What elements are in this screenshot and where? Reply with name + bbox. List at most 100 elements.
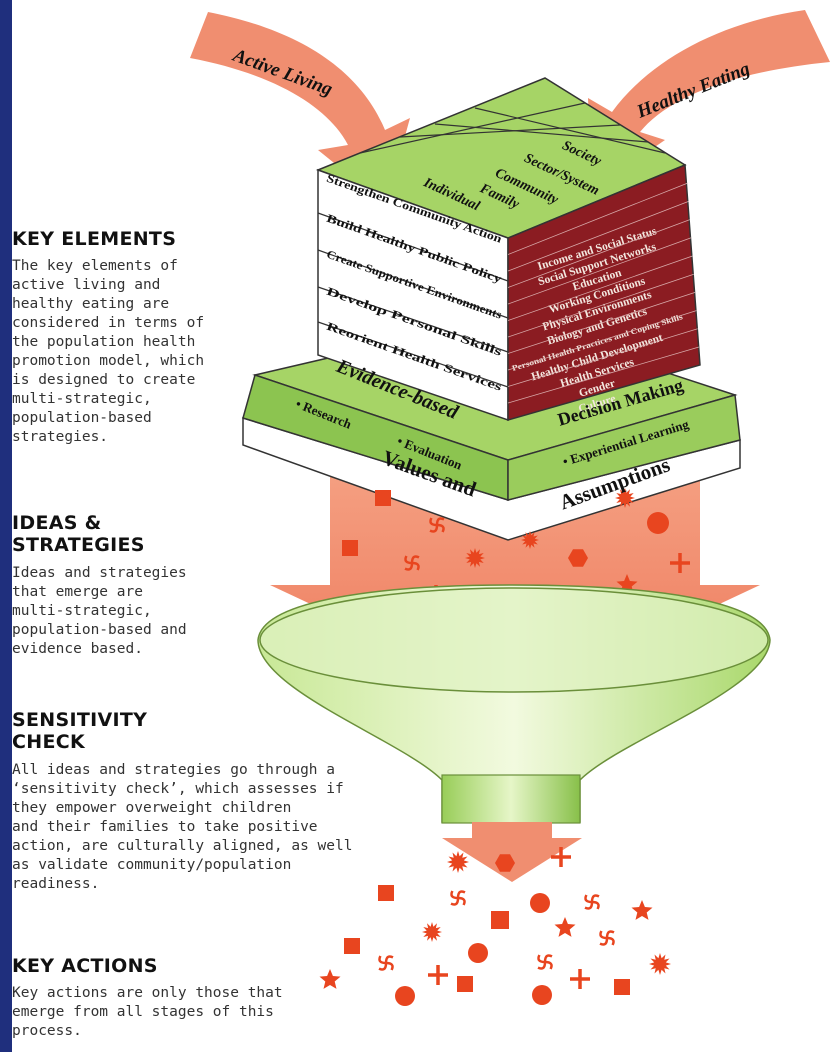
circle-particle: [532, 985, 552, 1005]
section-sensitivity-check: SENSITIVITY CHECK All ideas and strategi…: [12, 709, 412, 894]
key-actions-body: Key actions are only those that emerge f…: [12, 984, 392, 1041]
text-line: they empower overweight children: [12, 800, 292, 816]
text-line: as validate community/population: [12, 857, 292, 873]
text-line: considered in terms of: [12, 315, 205, 331]
star-particle: [319, 969, 341, 989]
plus-particle: [428, 965, 448, 985]
square-particle: [457, 976, 473, 992]
sensitivity-body: All ideas and strategies go through a ‘s…: [12, 761, 412, 894]
output-arrow: [442, 822, 582, 882]
swirl-particle: [378, 955, 387, 965]
swirl-particle: [456, 890, 466, 899]
circle-particle: [647, 512, 669, 534]
cube-side-divider: [507, 255, 693, 321]
swirl-particle: [590, 894, 600, 903]
heading-line: IDEAS &: [12, 512, 102, 534]
star-particle: [631, 900, 653, 920]
cube-side-divider: [507, 346, 700, 404]
plus-particle: [570, 969, 590, 989]
text-line: Ideas and strategies: [12, 565, 187, 581]
square-particle: [614, 979, 630, 995]
action-particles: [319, 847, 671, 1006]
swirl-particle: [599, 937, 609, 946]
swirl-particle: [537, 954, 546, 964]
ideas-body: Ideas and strategies that emerge are mul…: [12, 564, 392, 659]
section-key-elements: KEY ELEMENTS The key elements of active …: [12, 228, 392, 447]
cube-top-divider: [474, 107, 666, 154]
text-line: process.: [12, 1023, 82, 1039]
text-line: strategies.: [12, 429, 109, 445]
funnel-rim: [259, 587, 769, 693]
cube-side-divider: [507, 328, 698, 387]
swirl-particle: [436, 523, 445, 533]
cube-side-divider: [507, 237, 692, 305]
swirl-particle: [599, 930, 608, 940]
text-line: readiness.: [12, 876, 100, 892]
circle-particle: [395, 986, 415, 1006]
swirl-particle: [435, 517, 445, 526]
cube-side-divider: [507, 310, 697, 371]
cube-side-divider: [507, 292, 696, 354]
cube-side-divider: [507, 182, 688, 255]
text-line: action, are culturally aligned, as well: [12, 838, 353, 854]
text-line: multi-strategic,: [12, 603, 152, 619]
heading-line: SENSITIVITY: [12, 709, 148, 731]
cube-side-divider: [507, 201, 689, 272]
text-line: promotion model, which: [12, 353, 205, 369]
swirl-particle: [450, 890, 459, 900]
square-particle: [344, 938, 360, 954]
swirl-particle: [450, 897, 460, 906]
section-key-actions: KEY ACTIONS Key actions are only those t…: [12, 955, 392, 1041]
sensitivity-heading: SENSITIVITY CHECK: [12, 709, 412, 753]
swirl-particle: [378, 962, 388, 971]
burst-particle: [649, 953, 671, 975]
circle-particle: [468, 943, 488, 963]
cube-side-divider: [507, 273, 694, 338]
swirl-particle: [544, 960, 553, 970]
text-line: active living and: [12, 277, 161, 293]
plus-particle: [670, 553, 690, 573]
swirl-particle: [591, 900, 600, 910]
hexagon-particle: [568, 549, 588, 567]
cube-front-divider: [317, 286, 509, 353]
square-particle: [375, 490, 391, 506]
cube-top-divider: [434, 123, 649, 143]
burst-particle: [615, 488, 635, 508]
text-line: healthy eating are: [12, 296, 170, 312]
evidence-platform-right: [507, 394, 741, 501]
key-elements-body: The key elements of active living and he…: [12, 257, 392, 447]
text-line: Key actions are only those that: [12, 985, 283, 1001]
swirl-particle: [584, 894, 593, 904]
swirl-particle: [411, 561, 420, 571]
section-ideas-strategies: IDEAS & STRATEGIES Ideas and strategies …: [12, 512, 392, 659]
left-border-stripe: [0, 0, 12, 1052]
ideas-heading: IDEAS & STRATEGIES: [12, 512, 392, 556]
swirl-particle: [384, 955, 394, 964]
burst-particle: [422, 922, 442, 942]
key-actions-heading: KEY ACTIONS: [12, 955, 158, 977]
swirl-particle: [584, 901, 594, 910]
text-line: The key elements of: [12, 258, 178, 274]
swirl-particle: [606, 936, 615, 946]
text-line: ‘sensitivity check’, which assesses if: [12, 781, 344, 797]
text-line: that emerge are: [12, 584, 143, 600]
heading-line: CHECK: [12, 731, 85, 753]
swirl-particle: [404, 562, 414, 571]
swirl-particle: [429, 517, 438, 527]
cube-front-divider: [317, 249, 509, 319]
swirl-particle: [385, 961, 394, 971]
text-line: and their families to take positive: [12, 819, 318, 835]
burst-particle: [465, 548, 485, 568]
text-line: emerge from all stages of this: [12, 1004, 274, 1020]
hexagon-particle: [495, 854, 515, 872]
star-particle: [554, 917, 576, 937]
heading-line: STRATEGIES: [12, 534, 145, 556]
burst-particle: [447, 851, 469, 873]
text-line: population-based and: [12, 622, 187, 638]
swirl-particle: [543, 954, 553, 963]
text-line: All ideas and strategies go through a: [12, 762, 336, 778]
funnel-neck: [441, 774, 581, 824]
square-particle: [342, 540, 358, 556]
swirl-particle: [410, 555, 420, 564]
